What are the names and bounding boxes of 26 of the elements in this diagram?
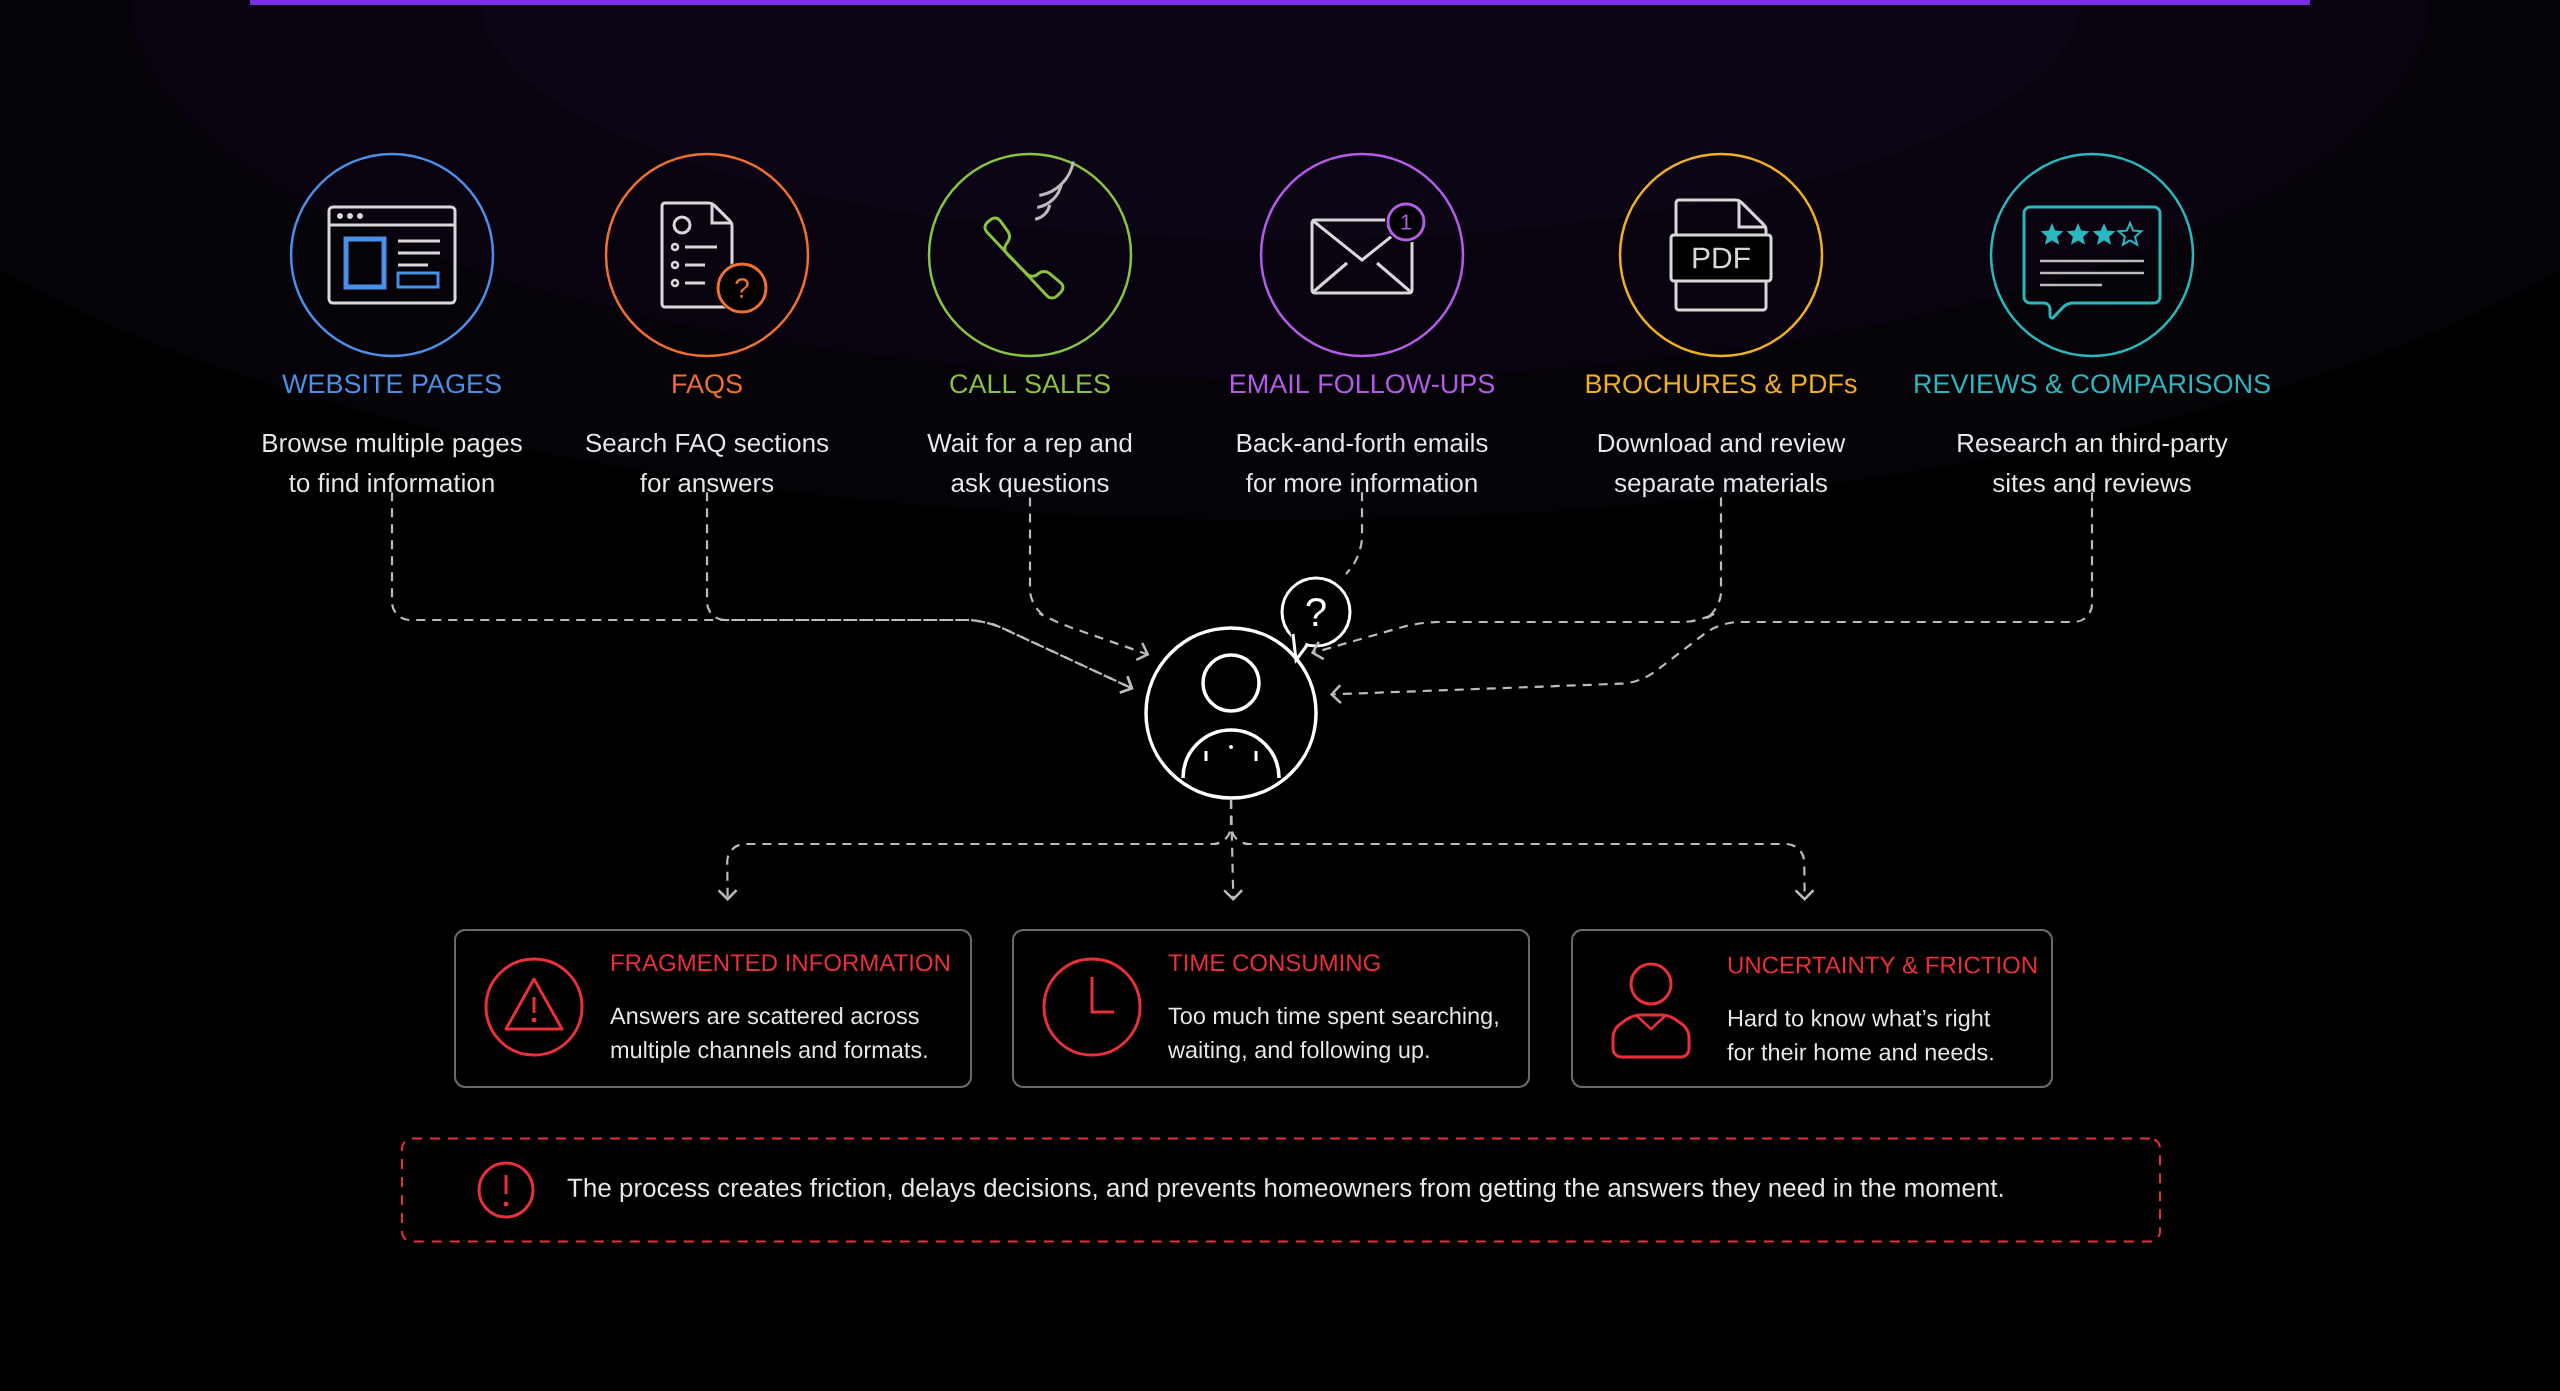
source-caption: WEBSITE PAGES Browse multiple pages to find information [263, 374, 522, 493]
source-caption: FAQS Search FAQ sections for answers [586, 374, 829, 493]
connector-arrow [1310, 497, 1723, 661]
icon-circle [1618, 152, 1824, 358]
icon-circle [927, 152, 1133, 358]
icon-glyph: 1 [1401, 214, 1412, 230]
person-icon [1144, 576, 1352, 800]
problem-card: TIME CONSUMING Too much time spent searching, waiting, and following up. [1012, 929, 1530, 1088]
problem-card: FRAGMENTED INFORMATION Answers are scattered across multiple channels and formats. [454, 929, 972, 1088]
problem-card: UNCERTAINTY & FRICTION Hard to know what’s right for their home and needs. [1571, 929, 2053, 1088]
connector-arrow [1329, 492, 2094, 704]
icon-circle [1989, 152, 2195, 358]
source-caption: BROCHURES & PDFs Download and review separate materials [1586, 374, 1857, 498]
source-caption: CALL SALES Wait for a rep and ask questions [927, 374, 1132, 498]
connector-arrow [1028, 497, 1150, 662]
icon-circle [604, 152, 810, 358]
icon-circle [289, 152, 495, 358]
source-caption: EMAIL FOLLOW-UPS Back-and-forth emails for more information [1230, 374, 1495, 493]
source-caption: REVIEWS & COMPARISONS Research an third-party sites and reviews [1915, 374, 2270, 493]
connector-arrow [1229, 799, 1815, 901]
icon-glyph: PDF [1693, 247, 1750, 269]
speech-glyph: ? [1306, 598, 1326, 626]
icon-glyph: ? [735, 278, 749, 298]
warning-callout: The process creates friction, delays decisions, and prevents homeowners from getting the answers they need in the moment. [401, 1137, 2161, 1243]
icon-circle [1259, 152, 1465, 358]
connector-arrow [705, 492, 1134, 694]
